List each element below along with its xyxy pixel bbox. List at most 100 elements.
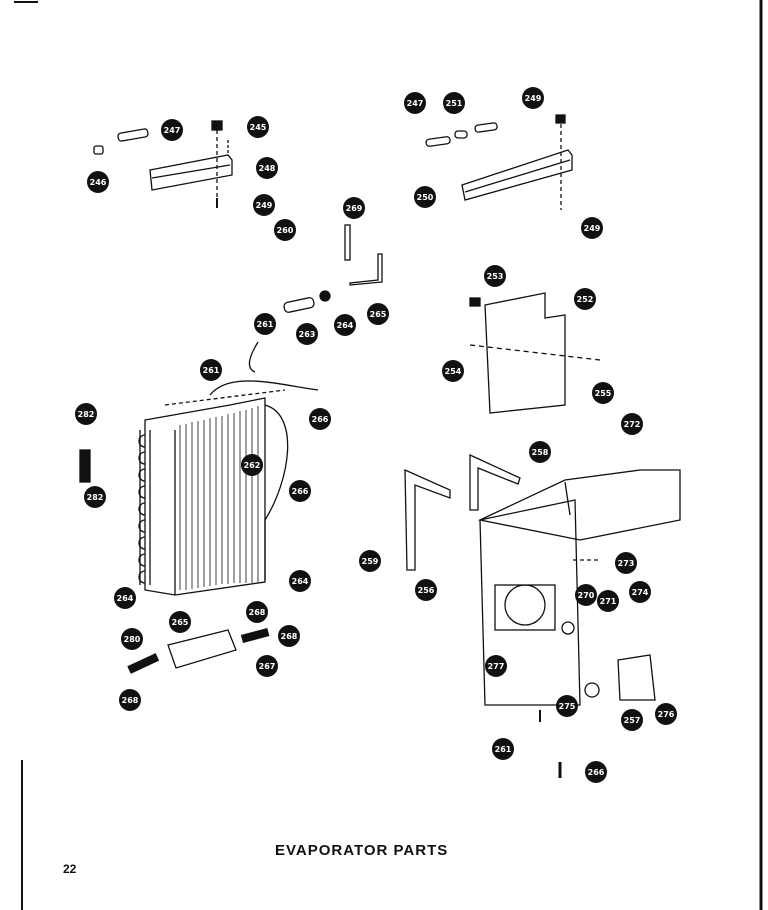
callout-bubble bbox=[253, 194, 275, 216]
callout-label: 258 bbox=[532, 448, 549, 457]
callout-label: 253 bbox=[487, 272, 504, 281]
callout-label: 249 bbox=[525, 94, 542, 103]
part-callout-248: 248 bbox=[256, 157, 278, 179]
callout-bubble bbox=[556, 695, 578, 717]
callout-bubble bbox=[443, 92, 465, 114]
part-callout-265: 265 bbox=[367, 303, 389, 325]
right-sleeve-3 bbox=[474, 122, 498, 133]
right-bracket-rail bbox=[461, 149, 573, 201]
callout-bubble bbox=[415, 579, 437, 601]
callout-label: 276 bbox=[658, 710, 675, 719]
part-callout-276: 276 bbox=[655, 703, 677, 725]
callout-label: 263 bbox=[299, 330, 316, 339]
callout-label: 266 bbox=[588, 768, 605, 777]
diagram-caption: EVAPORATOR PARTS bbox=[275, 842, 449, 859]
rod-clip bbox=[344, 224, 351, 261]
side-spring bbox=[79, 449, 91, 483]
drain-seal-right bbox=[240, 627, 270, 644]
callout-label: 252 bbox=[577, 295, 594, 304]
panel-clip bbox=[469, 297, 481, 307]
callout-label: 280 bbox=[124, 635, 141, 644]
callout-label: 271 bbox=[600, 597, 617, 606]
callout-bubble bbox=[289, 570, 311, 592]
callout-bubble bbox=[169, 611, 191, 633]
callout-bubble bbox=[289, 480, 311, 502]
drain-pan bbox=[167, 629, 237, 669]
callout-label: 282 bbox=[78, 410, 95, 419]
seal-strip-top bbox=[469, 453, 521, 511]
callout-label: 266 bbox=[312, 415, 329, 424]
callout-label: 251 bbox=[446, 99, 463, 108]
callout-label: 270 bbox=[578, 591, 595, 600]
callout-label: 250 bbox=[417, 193, 434, 202]
callout-bubble bbox=[254, 313, 276, 335]
callout-label: 248 bbox=[259, 164, 276, 173]
right-mount-nut bbox=[555, 114, 566, 124]
part-callout-252: 252 bbox=[574, 288, 596, 310]
part-callout-268: 268 bbox=[119, 689, 141, 711]
callout-label: 266 bbox=[292, 487, 309, 496]
callout-label: 245 bbox=[250, 123, 267, 132]
evaporator-coil bbox=[139, 397, 266, 596]
filter-panel bbox=[484, 292, 566, 414]
callout-bubble bbox=[404, 92, 426, 114]
capacitor bbox=[584, 682, 600, 698]
callout-label: 261 bbox=[495, 745, 512, 754]
callout-label: 247 bbox=[164, 126, 181, 135]
rear-panel bbox=[479, 499, 581, 706]
callout-bubble bbox=[343, 197, 365, 219]
left-bracket-rail bbox=[149, 140, 233, 191]
part-callout-277: 277 bbox=[485, 655, 507, 677]
callout-bubble bbox=[621, 413, 643, 435]
callout-label: 282 bbox=[87, 493, 104, 502]
seal-strip-l bbox=[404, 468, 451, 571]
callout-label: 254 bbox=[445, 367, 462, 376]
callout-label: 256 bbox=[418, 586, 435, 595]
callout-label: 272 bbox=[624, 420, 641, 429]
part-callout-266: 266 bbox=[289, 480, 311, 502]
callout-bubble bbox=[615, 552, 637, 574]
part-callout-270: 270 bbox=[575, 584, 597, 606]
callout-bubble bbox=[119, 689, 141, 711]
callout-bubble bbox=[574, 288, 596, 310]
callout-label: 261 bbox=[257, 320, 274, 329]
part-callout-247: 247 bbox=[404, 92, 426, 114]
callout-label: 268 bbox=[249, 608, 266, 617]
callout-bubble bbox=[161, 119, 183, 141]
part-callout-250: 250 bbox=[414, 186, 436, 208]
callout-bubble bbox=[296, 323, 318, 345]
part-callout-271: 271 bbox=[597, 590, 619, 612]
drain-seal-left bbox=[127, 653, 160, 674]
callout-bubble bbox=[655, 703, 677, 725]
callout-bubble bbox=[121, 628, 143, 650]
callout-label: 265 bbox=[172, 618, 189, 627]
part-callout-269: 269 bbox=[343, 197, 365, 219]
left-sleeve bbox=[117, 128, 149, 142]
part-callout-264: 264 bbox=[334, 314, 356, 336]
callout-bubble bbox=[592, 382, 614, 404]
part-callout-264: 264 bbox=[114, 587, 136, 609]
part-callout-249: 249 bbox=[522, 87, 544, 109]
part-callout-266: 266 bbox=[309, 408, 331, 430]
part-callout-247: 247 bbox=[161, 119, 183, 141]
part-callout-249: 249 bbox=[253, 194, 275, 216]
part-callout-275: 275 bbox=[556, 695, 578, 717]
part-callout-259: 259 bbox=[359, 550, 381, 572]
callout-bubble bbox=[87, 171, 109, 193]
callout-label: 259 bbox=[362, 557, 379, 566]
callout-label: 247 bbox=[407, 99, 424, 108]
capillary-line bbox=[209, 380, 319, 396]
right-sleeve-2 bbox=[454, 130, 468, 139]
part-callout-261: 261 bbox=[200, 359, 222, 381]
top-shelf bbox=[477, 469, 681, 541]
heater-tube bbox=[248, 341, 259, 373]
left-mount-nut bbox=[211, 120, 223, 131]
callout-label: 269 bbox=[346, 204, 363, 213]
part-callout-254: 254 bbox=[442, 360, 464, 382]
callout-bubble bbox=[629, 581, 651, 603]
callout-label: 262 bbox=[244, 461, 261, 470]
part-callout-280: 280 bbox=[121, 628, 143, 650]
fan-motor bbox=[617, 654, 656, 701]
part-callout-264: 264 bbox=[289, 570, 311, 592]
